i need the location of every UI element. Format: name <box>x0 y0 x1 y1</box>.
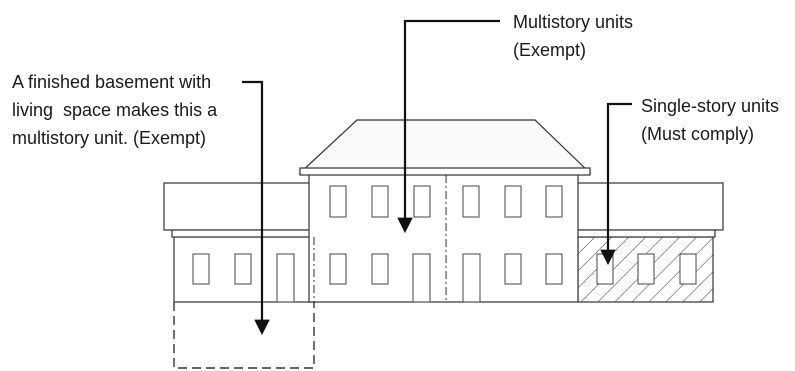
right-roof <box>574 182 724 231</box>
basement-outline <box>173 302 315 369</box>
upper-windows <box>329 185 563 218</box>
basement-label-line2: living space makes this a <box>12 100 218 120</box>
lower-windows <box>192 253 697 285</box>
left-roof <box>163 182 319 231</box>
singlestory-label-line2: (Must comply) <box>641 124 755 144</box>
singlestory-label-line1: Single-story units <box>641 96 780 116</box>
multistory-label: Multistory units (Exempt) <box>513 8 633 64</box>
central-block <box>308 172 579 303</box>
multistory-label-line2: (Exempt) <box>513 40 587 60</box>
left-ledge <box>171 229 319 238</box>
multistory-leader <box>397 19 500 234</box>
multistory-label-line1: Multistory units <box>513 12 634 32</box>
right-ledge <box>569 229 716 238</box>
singlestory-label: Single-story units (Must comply) <box>641 92 779 148</box>
basement-label-line3: multistory unit. (Exempt) <box>12 128 207 148</box>
central-roof <box>298 119 592 174</box>
basement-label: A finished basement with living space ma… <box>12 68 217 152</box>
basement-label-line1: A finished basement with <box>12 72 212 92</box>
singlestory-leader <box>600 102 632 266</box>
basement-leader <box>242 80 270 336</box>
central-roof-eave <box>299 167 591 176</box>
doors <box>276 253 481 303</box>
